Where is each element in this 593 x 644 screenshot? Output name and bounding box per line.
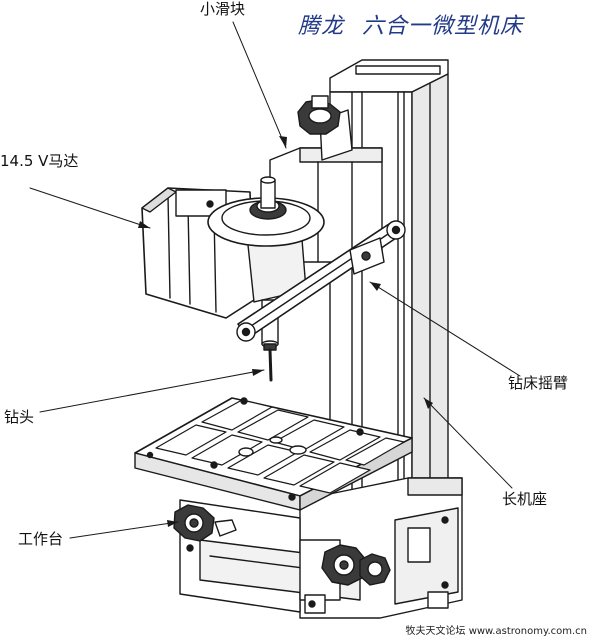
pulley-housing <box>207 176 325 247</box>
label-small-slider: 小滑块 <box>200 0 246 18</box>
leader-small-slider <box>232 21 287 149</box>
leader-arrowheads <box>138 136 433 527</box>
arrowhead-drill-arm <box>370 282 381 291</box>
label-drill-arm: 钻床摇臂 <box>508 374 569 392</box>
arrowhead-work-table <box>167 520 178 527</box>
leader-motor <box>29 187 151 229</box>
arrowhead-drill-bit <box>252 369 264 376</box>
leader-lines <box>29 21 521 539</box>
leader-work-table <box>69 521 179 539</box>
label-drill-bit: 钻头 <box>4 408 35 426</box>
drill-lever-arm <box>236 220 406 342</box>
front-handwheel <box>321 544 367 586</box>
left-handwheel <box>173 504 237 542</box>
leader-long-base <box>423 397 513 489</box>
watermark: 牧夫天文论坛 www.astronomy.com.cn <box>405 626 587 637</box>
work-table <box>134 397 413 511</box>
label-work-table: 工作台 <box>18 530 64 548</box>
arrowhead-long-base <box>424 398 433 409</box>
label-long-base: 长机座 <box>502 490 548 508</box>
leader-drill-bit <box>39 369 265 413</box>
brand-name: 腾龙 <box>298 14 345 39</box>
arrowhead-motor <box>138 221 150 228</box>
slider-block <box>269 95 383 275</box>
leader-drill-arm <box>369 281 521 377</box>
right-handwheel <box>359 553 391 586</box>
diagram-title: 腾龙六合一微型机床 <box>298 8 541 40</box>
label-motor: 14.5 V马达 <box>0 152 79 170</box>
product-name: 六合一微型机床 <box>362 14 524 39</box>
arrowhead-small-slider <box>279 136 287 148</box>
cross-slide <box>179 499 361 614</box>
